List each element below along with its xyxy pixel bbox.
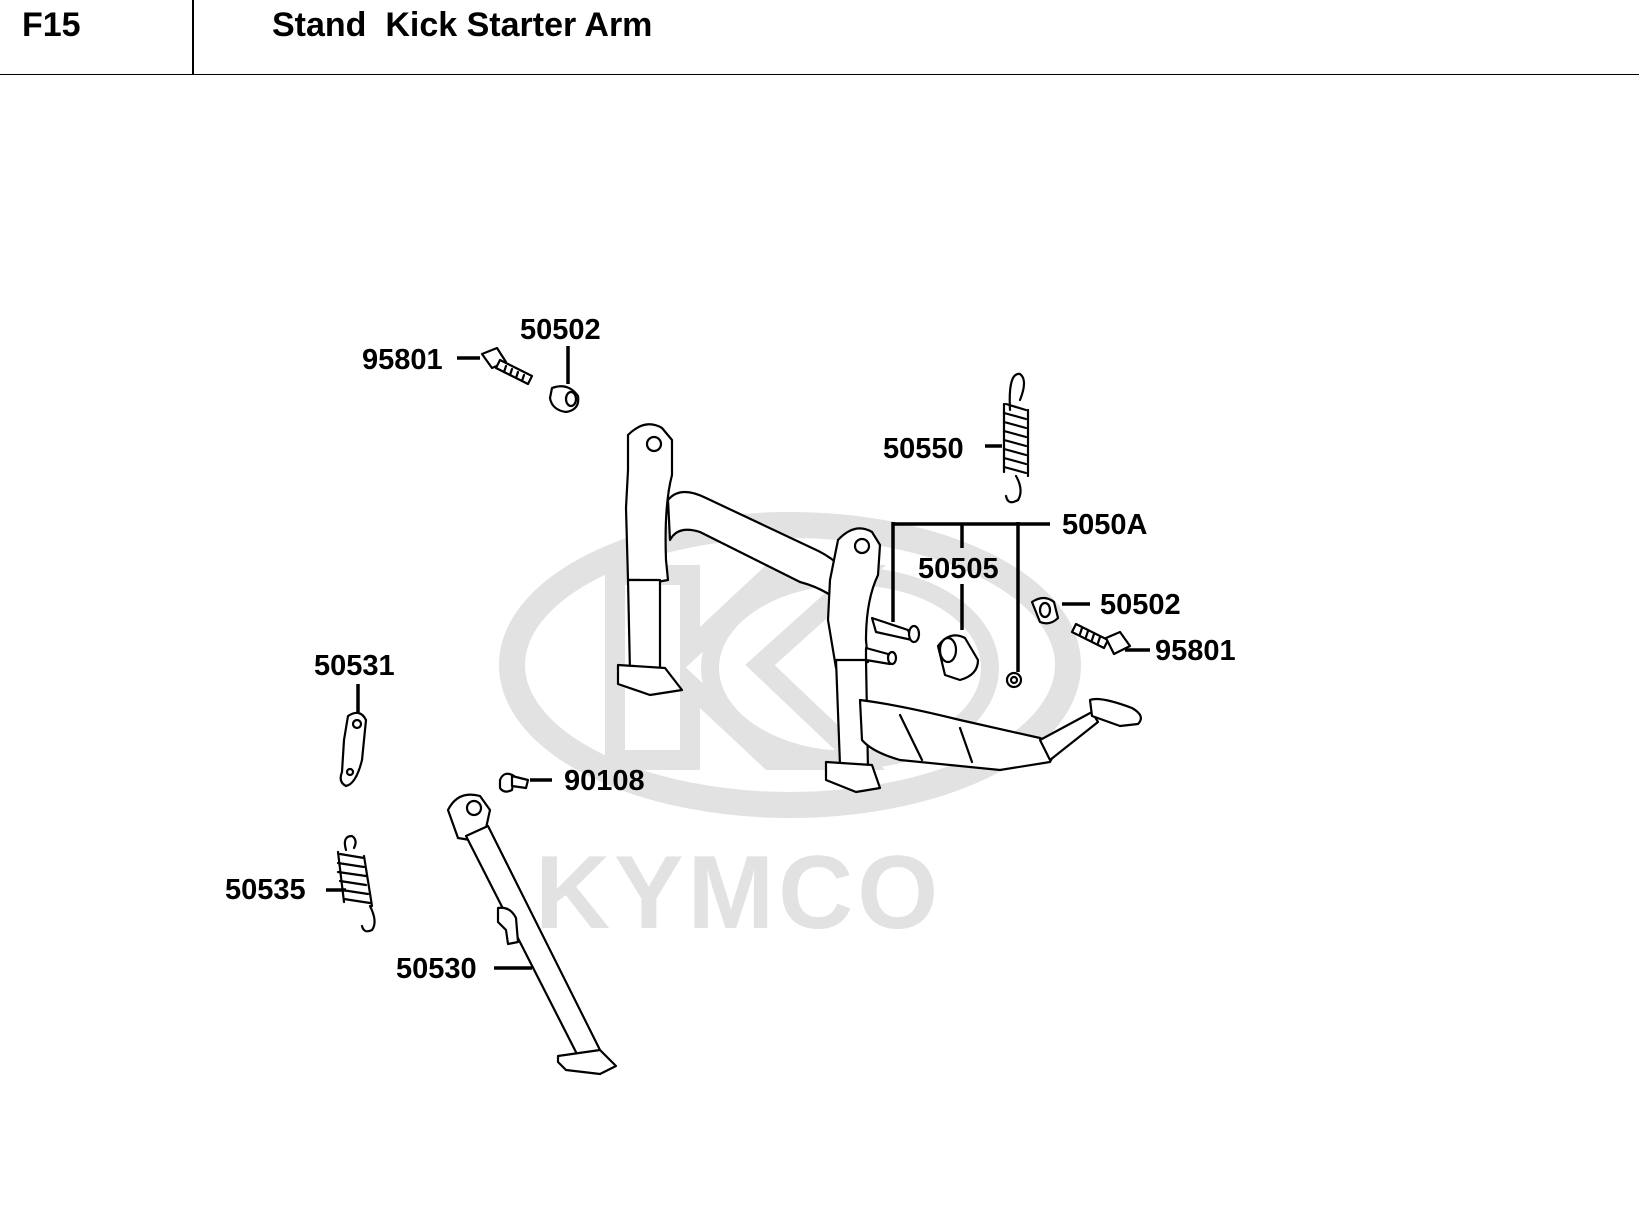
page-header: F15 Stand Kick Starter Arm	[0, 0, 1639, 75]
bolt-90108	[498, 772, 530, 793]
bolt-95801-top	[480, 346, 534, 386]
collar-50502-right	[1030, 596, 1060, 625]
rubber-50505	[936, 634, 980, 682]
watermark-brand-text: KYMCO	[535, 835, 942, 951]
label-50505: 50505	[918, 553, 999, 585]
label-95801-right: 95801	[1155, 635, 1236, 667]
leader-lines	[326, 346, 1150, 970]
spring-50535	[336, 834, 376, 933]
section-code: F15	[22, 6, 81, 44]
part-labels: 95801 50502 50550 5050A 50505 50502 9580…	[225, 314, 1236, 985]
label-50502-right: 50502	[1100, 589, 1181, 621]
plate-50531	[339, 711, 368, 788]
spring-50550	[1002, 372, 1030, 504]
watermark-ellipse-outer	[499, 512, 1081, 818]
bolt-95801-right	[1070, 622, 1132, 656]
label-50531: 50531	[314, 650, 395, 682]
label-5050A: 5050A	[1062, 509, 1148, 541]
watermark-k-shape	[605, 565, 887, 770]
label-90108: 90108	[564, 765, 645, 797]
label-50502-top: 50502	[520, 314, 601, 346]
screw-small	[1005, 671, 1023, 689]
label-50550: 50550	[883, 433, 964, 465]
label-50530: 50530	[396, 953, 477, 985]
label-95801-top: 95801	[362, 344, 443, 376]
side-stand-50530	[446, 793, 618, 1076]
center-stand	[616, 423, 1142, 794]
collar-50502-top	[548, 385, 580, 414]
label-50535: 50535	[225, 874, 306, 906]
page-title: Stand Kick Starter Arm	[272, 6, 653, 44]
header-divider	[192, 0, 194, 74]
brand-watermark: KYMCO	[499, 512, 1081, 951]
